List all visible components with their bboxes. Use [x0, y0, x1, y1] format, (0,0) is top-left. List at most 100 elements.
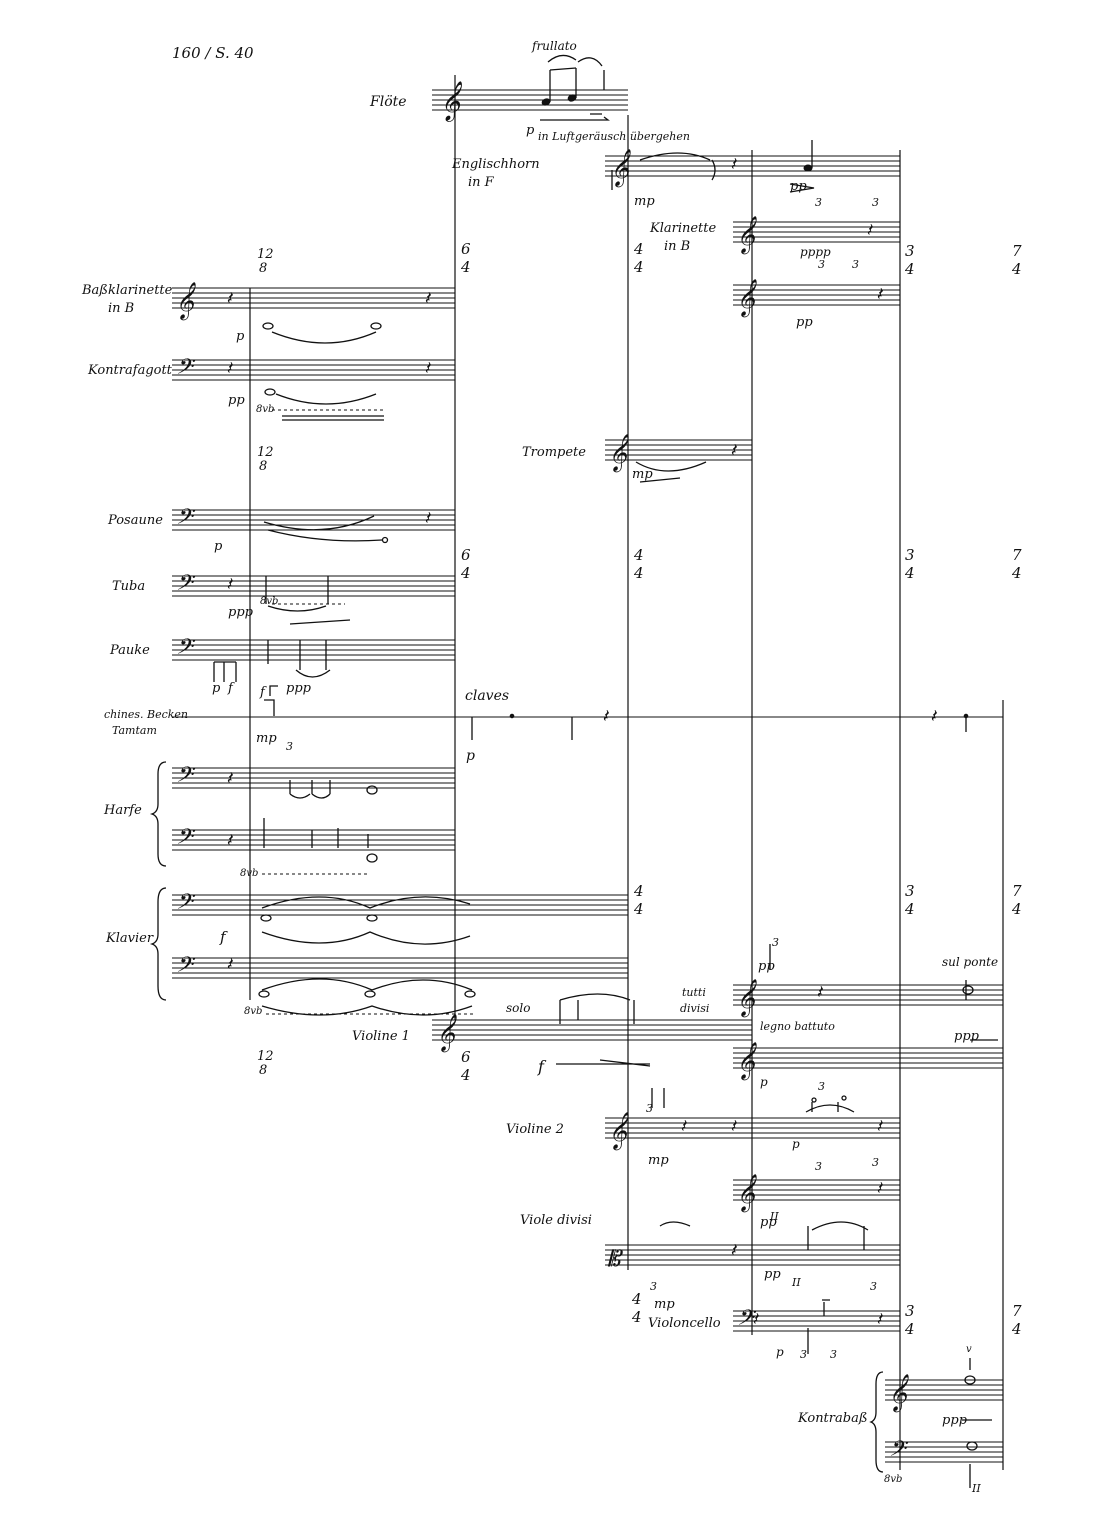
staff-klavier: 𝄢 𝄢 [149, 887, 628, 1001]
svg-text:8: 8 [259, 261, 267, 276]
dyn-ppp: ppp [228, 605, 254, 620]
svg-text:4: 4 [1011, 564, 1022, 582]
svg-text:𝄽: 𝄽 [602, 706, 610, 727]
dyn-p: p [214, 539, 223, 554]
staff-posaune: 𝄢 [172, 505, 455, 535]
label-englischhorn-key: in F [468, 175, 495, 190]
annotations: frullato in Luftgeräusch übergehen clave… [240, 39, 998, 1495]
dyn-mp: mp [632, 467, 653, 482]
dyn-pp: pp [764, 1267, 781, 1282]
dyn-ppp: ppp [942, 1413, 968, 1428]
dyn-p: p [236, 329, 245, 344]
dyn-pp: pp [796, 315, 813, 330]
treble-clef-icon: 𝄞 [175, 281, 196, 321]
triplet-mark: 3 [872, 1156, 879, 1169]
timesig-12-8: 128 [257, 1049, 274, 1078]
annot-8vb: 8vb [884, 1474, 902, 1485]
svg-text:7: 7 [1012, 242, 1022, 260]
dynamics: p mp pp pppp pp p pp mp p ppp p f f ppp … [212, 123, 980, 1428]
bass-clef-icon: 𝄢 [175, 763, 196, 793]
svg-text:4: 4 [633, 564, 644, 582]
timesig-6-4: 64 [460, 1048, 471, 1084]
timesig-4-4: 44 [631, 1290, 642, 1326]
treble-clef-icon: 𝄞 [736, 278, 757, 318]
svg-text:𝄽: 𝄽 [730, 1240, 738, 1261]
svg-text:𝄽: 𝄽 [424, 358, 432, 379]
svg-text:4: 4 [1011, 1320, 1022, 1338]
annot-8vb: 8vb [244, 1006, 262, 1017]
svg-text:𝄽: 𝄽 [866, 220, 874, 241]
timesig-4-4: 44 [633, 240, 644, 276]
dyn-f: f [537, 1057, 547, 1076]
svg-text:v: v [966, 1344, 972, 1355]
dyn-f: f [219, 928, 228, 946]
barlines [249, 75, 1004, 1470]
svg-text:3: 3 [905, 546, 915, 564]
svg-text:𝄽: 𝄽 [680, 1116, 688, 1137]
bass-clef-icon: 𝄢 [888, 1437, 909, 1467]
annot-8vb: 8vb [260, 596, 278, 607]
dyn-p: p [212, 681, 221, 696]
svg-text:𝄽: 𝄽 [876, 1178, 884, 1199]
svg-text:7: 7 [1012, 882, 1022, 900]
timesig-12-8: 128 [257, 445, 274, 474]
dyn-mp: mp [634, 194, 655, 209]
label-pauke: Pauke [109, 643, 150, 658]
dyn-mp: mp [256, 731, 277, 746]
label-tuba: Tuba [112, 579, 145, 594]
svg-text:7: 7 [1012, 546, 1022, 564]
svg-text:𝄽: 𝄽 [226, 358, 234, 379]
bass-clef-icon: 𝄢 [175, 635, 196, 665]
triplet-mark: 3 [872, 196, 879, 209]
dyn-p: p [792, 1137, 800, 1151]
svg-text:7: 7 [1012, 1302, 1022, 1320]
svg-text:𝄽: 𝄽 [730, 154, 738, 175]
instrument-labels: Flöte Englischhorn in F Klarinette in B … [81, 94, 868, 1426]
svg-text:4: 4 [904, 1320, 915, 1338]
svg-text:12: 12 [257, 247, 274, 262]
timesig-4-4: 44 [633, 882, 644, 918]
svg-text:4: 4 [904, 564, 915, 582]
svg-text:3: 3 [905, 1302, 915, 1320]
bass-clef-icon: 𝄢 [175, 890, 196, 920]
svg-text:8: 8 [259, 459, 267, 474]
staff-violoncello: 𝄢 [733, 1306, 900, 1336]
label-bassklarinette-key: in B [108, 301, 134, 316]
triplet-mark: 3 [800, 1348, 807, 1361]
dyn-ppp: ppp [286, 681, 312, 696]
bass-clef-icon: 𝄢 [175, 505, 196, 535]
label-tamtam: Tamtam [112, 724, 157, 737]
svg-text:4: 4 [631, 1308, 642, 1326]
treble-clef-icon: 𝄞 [888, 1373, 909, 1413]
svg-text:𝄽: 𝄽 [226, 574, 234, 595]
treble-clef-icon: 𝄞 [736, 1041, 757, 1081]
annot-sul-ponte: sul ponte [942, 955, 998, 969]
staff-violine1-solo: 𝄞 [432, 1013, 752, 1053]
treble-clef-icon: 𝄞 [436, 1013, 457, 1053]
staff-floete: 𝄞 [432, 81, 628, 122]
svg-text:4: 4 [460, 258, 471, 276]
annot-flute-note: in Luftgeräusch übergehen [538, 130, 690, 143]
notation-marks: v 𝄽 𝄽 𝄽 𝄽 𝄽 𝄽 𝄽 𝄽 𝄽 𝄽 𝄽 𝄽 𝄽 𝄽 𝄽 𝄽 𝄽 𝄽 𝄽 … [213, 54, 998, 1488]
timesig-3-4: 34 [904, 882, 915, 918]
brace-icon [149, 761, 167, 867]
label-violoncello: Violoncello [648, 1316, 721, 1331]
svg-text:𝄽: 𝄽 [424, 508, 432, 529]
bass-clef-icon: 𝄢 [175, 571, 196, 601]
brace-icon [869, 1371, 884, 1473]
svg-text:6: 6 [461, 546, 471, 564]
dyn-pp: pp [758, 959, 775, 974]
svg-text:3: 3 [905, 242, 915, 260]
svg-text:𝄽: 𝄽 [816, 982, 824, 1003]
svg-text:𝄽: 𝄽 [876, 1116, 884, 1137]
triplet-mark: 3 [646, 1102, 653, 1115]
label-klarinette: Klarinette [649, 221, 717, 236]
svg-text:𝄽: 𝄽 [730, 1116, 738, 1137]
svg-text:𝄽: 𝄽 [876, 1309, 884, 1330]
treble-clef-icon: 𝄞 [608, 1111, 629, 1151]
annot-solo: solo [506, 1001, 530, 1015]
svg-text:6: 6 [461, 240, 471, 258]
dyn-p: p [760, 1075, 768, 1089]
svg-text:4: 4 [633, 258, 644, 276]
